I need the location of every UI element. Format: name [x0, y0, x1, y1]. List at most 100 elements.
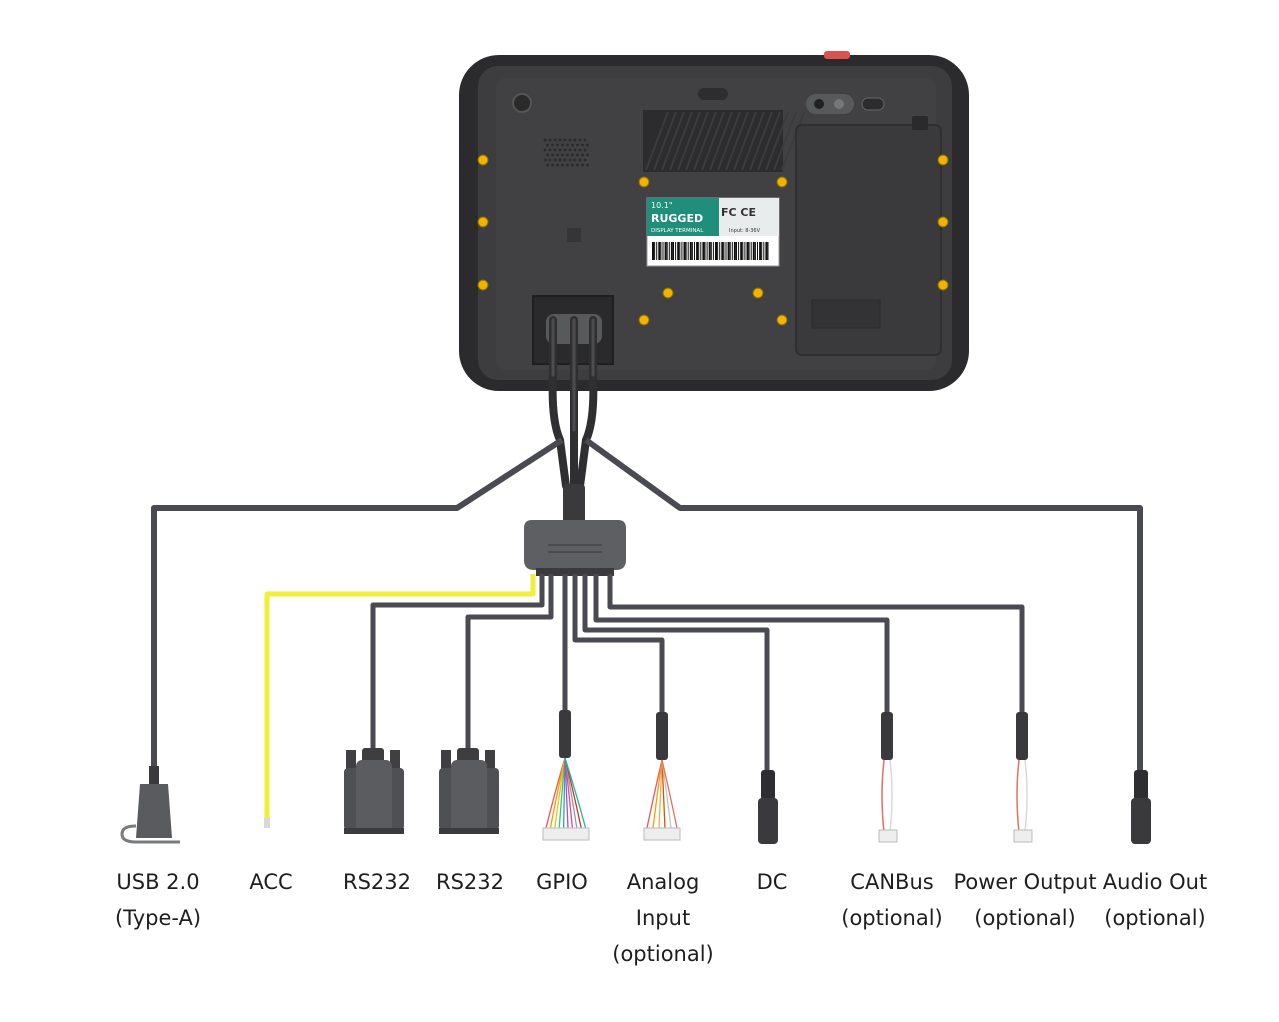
barcode-bar: [748, 242, 750, 260]
barcode-bar: [725, 242, 727, 260]
barcode-bar: [731, 242, 733, 260]
badge-subtitle: DISPLAY TERMINAL: [651, 228, 704, 234]
rs232-1-cable: [370, 574, 545, 752]
screw-icon: [776, 176, 788, 188]
label-rs232-2: RS232: [436, 864, 504, 900]
screw-icon: [638, 176, 650, 188]
speaker-hole: [581, 143, 584, 147]
analog-input-cable: [572, 574, 665, 712]
barcode-bar: [660, 242, 662, 260]
label-rs232-1: RS232: [343, 864, 411, 900]
power-output-cable: [607, 574, 1025, 712]
rs232-1-connector-icon: [344, 748, 404, 834]
camera-dot-icon: [814, 99, 824, 109]
tablet-device: 10.1" RUGGED DISPLAY TERMINAL FC CE Inpu…: [459, 51, 969, 391]
screw-icon: [662, 287, 674, 299]
label-dc-line-1: DC: [756, 870, 788, 894]
speaker-hole: [586, 163, 589, 167]
screw-icon: [638, 314, 650, 326]
speaker-hole: [573, 138, 577, 142]
barcode-bar: [763, 242, 765, 260]
vent-line: [669, 111, 693, 171]
canbus-connector-icon: [878, 712, 898, 843]
speaker-hole: [586, 143, 589, 147]
speaker-hole: [576, 163, 579, 167]
barcode-bar: [715, 242, 717, 260]
speaker-hole: [558, 148, 562, 152]
vent-line: [773, 111, 797, 171]
barcode-bar: [738, 242, 740, 260]
screw-icon: [752, 287, 764, 299]
speaker-hole: [581, 163, 584, 167]
barcode-bar: [696, 242, 699, 260]
vent-line: [685, 111, 709, 171]
barcode-bar: [729, 242, 731, 260]
acc-wire-tip-icon: [264, 818, 270, 828]
barcode-bar: [719, 242, 721, 260]
vent-line: [725, 111, 749, 171]
label-analog-line-2: Input: [635, 906, 691, 930]
barcode-bar: [698, 242, 700, 260]
barcode-bar: [759, 242, 762, 260]
label-canbus: CANBus (optional): [841, 864, 943, 936]
dc-connector-icon: [758, 770, 778, 844]
cert-marks: FC CE: [721, 206, 756, 219]
screw-icon: [937, 216, 949, 228]
barcode-bar: [664, 242, 667, 260]
vent-line: [733, 111, 757, 171]
label-usb-line-1: USB 2.0: [116, 870, 200, 894]
label-audio-out-line-2: (optional): [1104, 906, 1206, 930]
vent-line: [693, 111, 717, 171]
vent-lines: [645, 111, 805, 171]
barcode-bar: [683, 242, 686, 260]
barcode: [652, 242, 769, 260]
speaker-hole: [568, 148, 572, 152]
label-power-output: Power Output (optional): [953, 864, 1096, 936]
rs232-2-connector-icon: [439, 748, 499, 834]
speaker-hole: [548, 148, 552, 152]
speaker-hole: [543, 138, 547, 142]
screw-icon: [477, 216, 489, 228]
splitter-base: [536, 568, 614, 576]
barcode-bar: [727, 242, 730, 260]
speaker-hole: [578, 158, 582, 162]
barcode-bar: [687, 242, 689, 260]
barcode-bar: [691, 242, 693, 260]
barcode-bar: [694, 242, 695, 260]
label-canbus-line-2: (optional): [841, 906, 943, 930]
gpio-connector-icon: [542, 710, 590, 841]
speaker-hole: [548, 138, 552, 142]
barcode-bar: [717, 242, 719, 260]
barcode-bar: [666, 242, 668, 260]
barcode-bar: [736, 242, 737, 260]
speaker-hole: [561, 153, 564, 157]
power-output-connector-icon: [1013, 712, 1033, 843]
barcode-bar: [708, 242, 711, 260]
speaker-hole: [583, 138, 587, 142]
barcode-bar: [746, 242, 749, 260]
screws: [477, 154, 949, 326]
speaker-hole: [548, 158, 552, 162]
barcode-bar: [656, 242, 658, 260]
speaker-hole: [566, 153, 569, 157]
barcode-bar: [740, 242, 743, 260]
splitter-neck: [563, 484, 585, 524]
label-power-output-line-1: Power Output: [953, 870, 1097, 894]
label-audio-out: Audio Out (optional): [1103, 864, 1207, 936]
barcode-bar: [658, 242, 661, 260]
label-acc: ACC: [249, 864, 292, 900]
vent-line: [717, 111, 741, 171]
label-gpio-line-1: GPIO: [536, 870, 588, 894]
label-gpio: GPIO: [536, 864, 588, 900]
speaker-hole: [576, 153, 579, 157]
speaker-hole: [566, 143, 569, 147]
speaker-hole: [566, 163, 569, 167]
speaker-hole: [551, 153, 554, 157]
barcode-bar: [662, 242, 664, 260]
sensor-square: [567, 228, 581, 242]
bundle-strand-3: [576, 316, 598, 490]
barcode-bar: [685, 242, 687, 260]
speaker-hole: [568, 138, 572, 142]
barcode-bar: [652, 242, 654, 260]
